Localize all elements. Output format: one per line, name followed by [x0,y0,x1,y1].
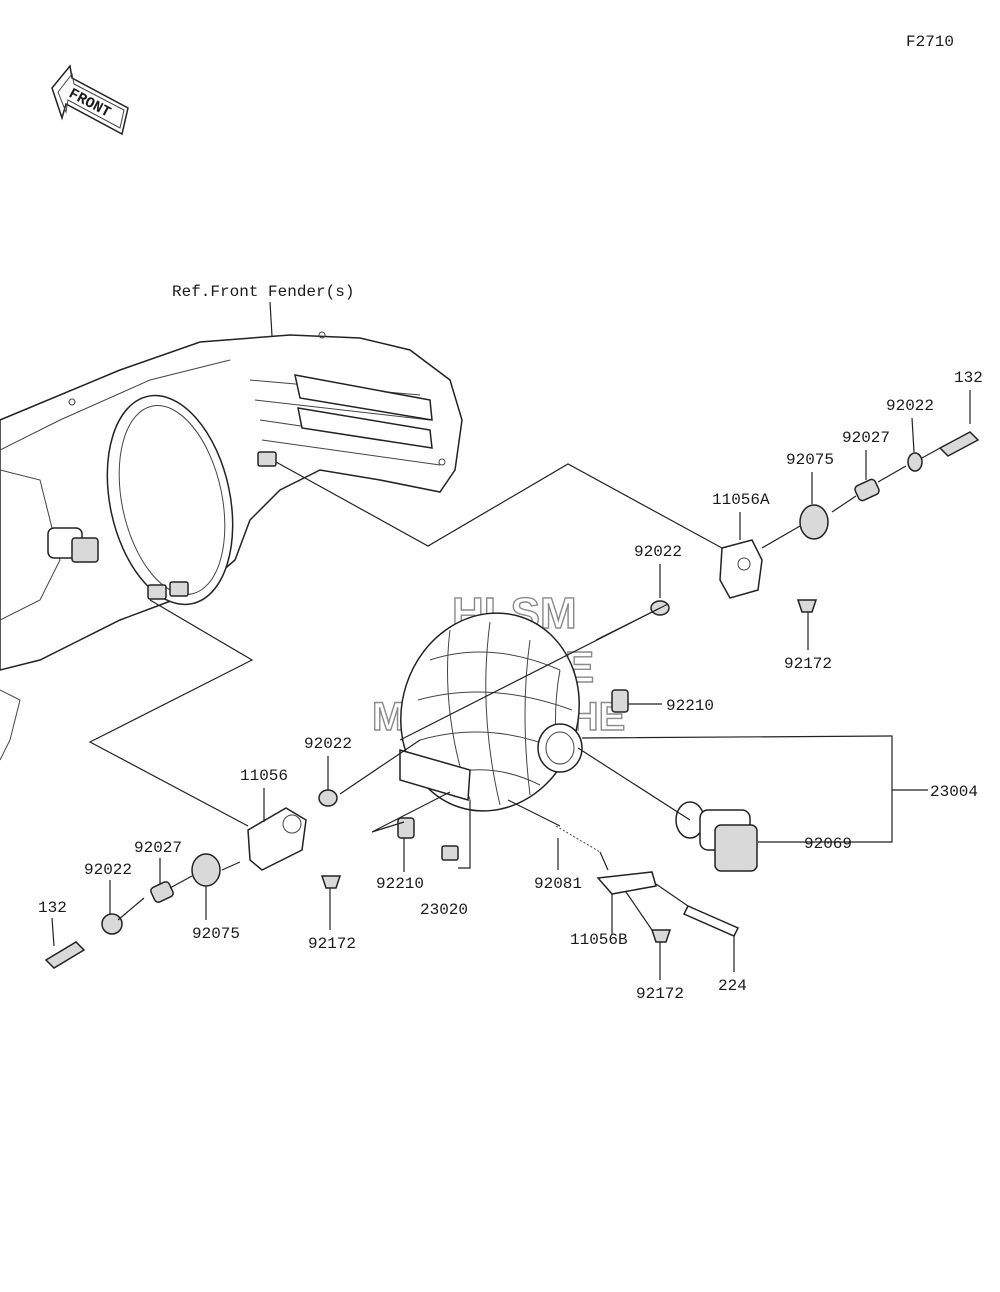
front-arrow-icon: FRONT [51,64,129,136]
label-11056a: 11056A [712,491,770,509]
label-23020: 23020 [420,901,468,919]
label-92210-right: 92210 [666,697,714,715]
bulb-92069-drawing [675,801,758,872]
label-92022-right-top: 92022 [886,397,934,415]
figure-code: F2710 [906,33,954,51]
nut-23020 [441,845,459,861]
label-92210-left: 92210 [376,875,424,893]
label-92027-right: 92027 [842,429,890,447]
collar-92027-left [150,881,174,903]
front-fender-drawing [0,331,463,761]
grommet-92075-right [799,504,829,540]
part-labels: 132 92022 92027 92075 11056A 92022 92172… [38,369,983,1003]
washer-92022-left-mid [318,789,338,807]
leader-lines [88,447,941,935]
spring-92081 [555,825,601,853]
headlight-unit-drawing [397,612,629,861]
screw-92172-left [320,875,342,889]
label-92069: 92069 [804,835,852,853]
clip-92210-left [397,817,415,839]
washer-92022-right [907,452,923,472]
label-92081: 92081 [534,875,582,893]
label-92075-right: 92075 [786,451,834,469]
collar-92027-right [854,478,880,502]
bracket-11056b [596,871,657,895]
bolt-224 [682,905,740,937]
clip-92210-right [611,689,629,713]
label-92172-left: 92172 [308,935,356,953]
label-23004: 23004 [930,783,978,801]
screw-92172-bottom [650,929,672,943]
label-92172-bottom: 92172 [636,985,684,1003]
ref-front-fender-label: Ref.Front Fender(s) [172,283,354,301]
label-92022-left-mid: 92022 [304,735,352,753]
label-92022-right-mid: 92022 [634,543,682,561]
label-11056: 11056 [240,767,288,785]
bolt-132-left [44,941,86,969]
label-92075-left: 92075 [192,925,240,943]
washer-92022-left [101,913,123,935]
label-92027-left: 92027 [134,839,182,857]
label-11056b: 11056B [570,931,628,949]
label-132-left: 132 [38,899,67,917]
screw-92172-right [796,599,818,613]
grommet-92075-left [191,853,221,887]
label-132-right: 132 [954,369,983,387]
bracket-11056-drawing [247,807,307,871]
bolt-132-right [938,431,980,457]
ref-leader-line [269,301,273,337]
label-224: 224 [718,977,747,995]
bracket-11056a-drawing [719,539,763,599]
label-92022-left: 92022 [84,861,132,879]
label-92172-right: 92172 [784,655,832,673]
